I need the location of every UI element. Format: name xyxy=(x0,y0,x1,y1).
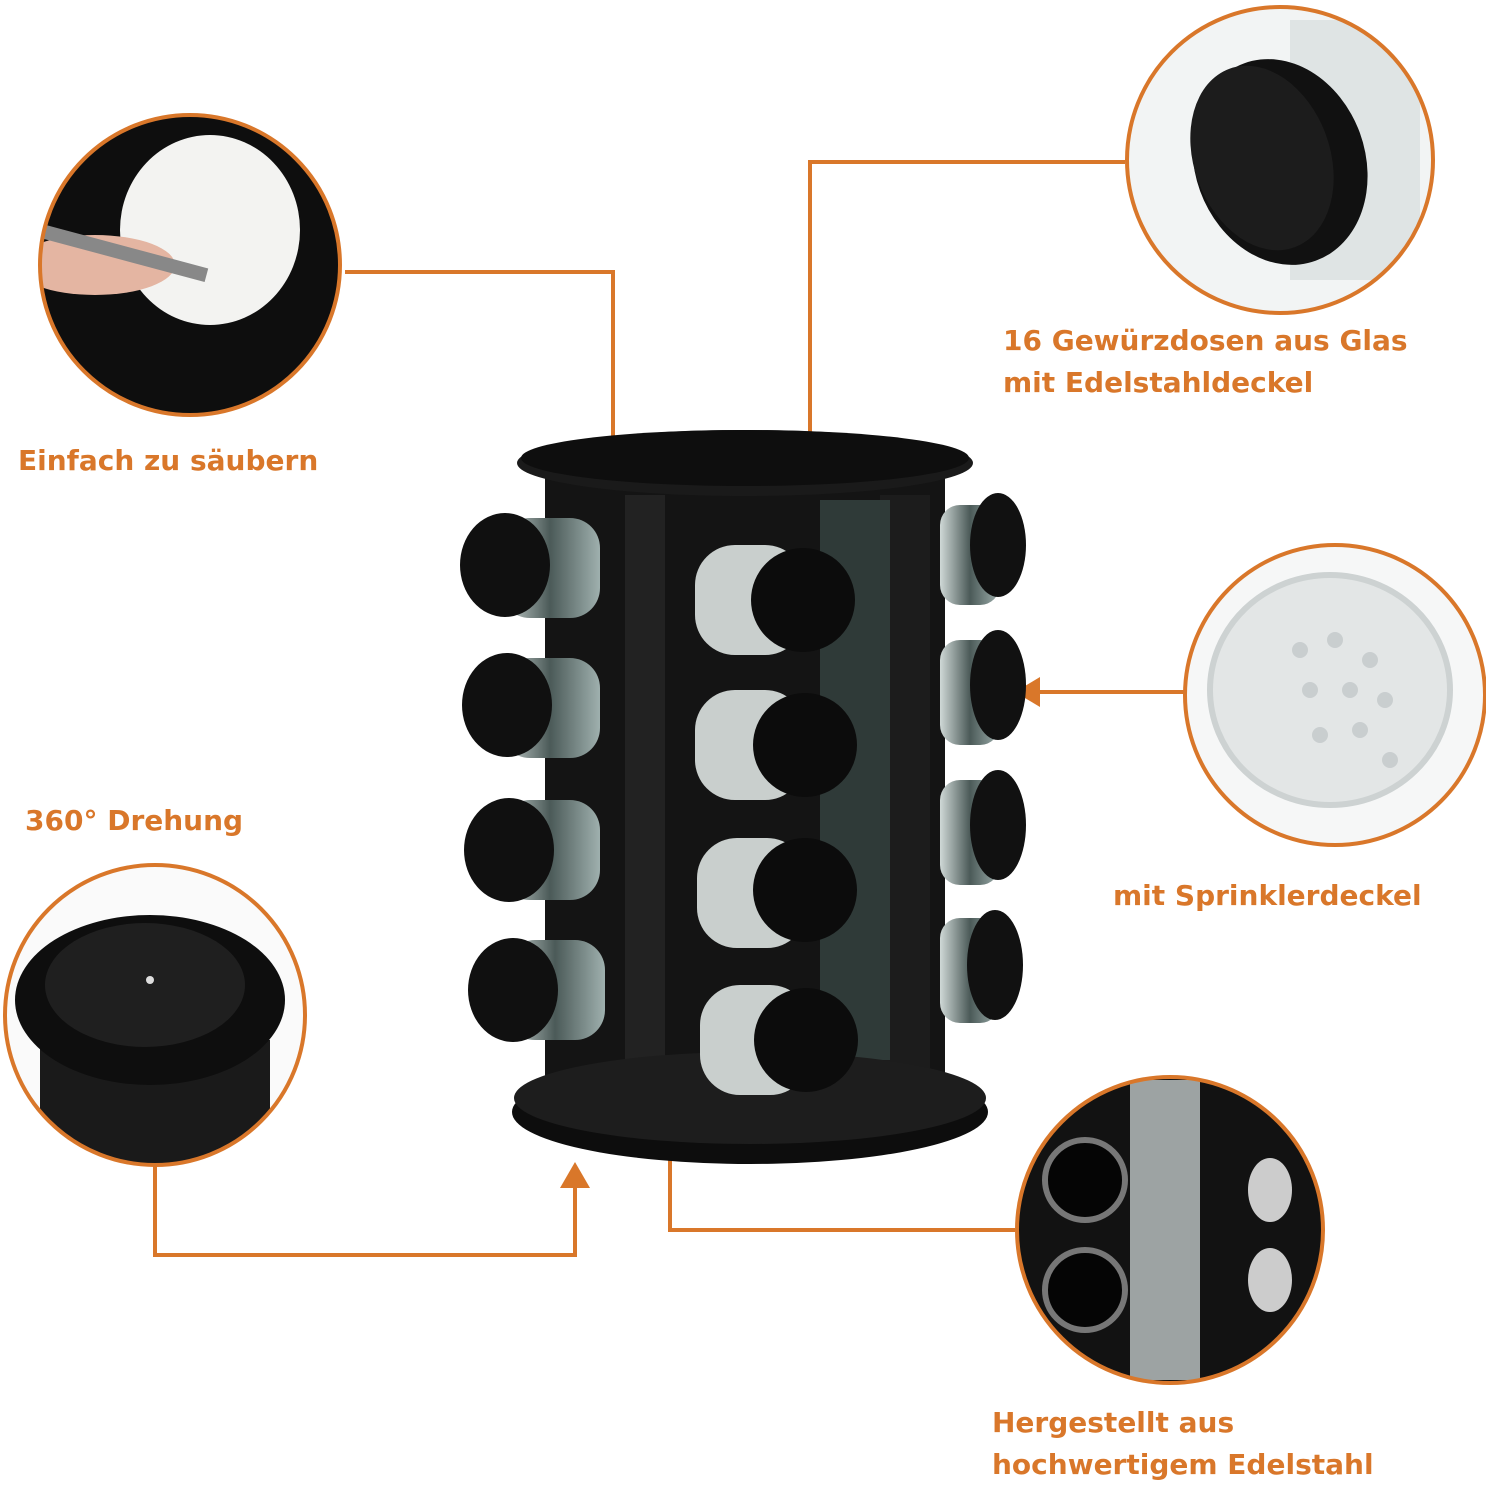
detail-steel xyxy=(1015,1075,1325,1385)
spice-rack xyxy=(460,430,1026,1164)
label-glass-jars: 16 Gewürzdosen aus Glas mit Edelstahldec… xyxy=(1003,320,1408,404)
jars-left xyxy=(460,513,605,1042)
detail-sprinkler xyxy=(1183,543,1486,847)
label-steel-line1: Hergestellt aus xyxy=(992,1406,1235,1439)
label-rotation: 360° Drehung xyxy=(25,804,244,837)
connector-clean xyxy=(345,270,615,445)
jars-right xyxy=(940,493,1026,1023)
label-steel-line2: hochwertigem Edelstahl xyxy=(992,1448,1374,1481)
label-easy-clean: Einfach zu säubern xyxy=(18,444,319,477)
label-glass-jars-line2: mit Edelstahldeckel xyxy=(1003,366,1314,399)
detail-cleaning xyxy=(38,113,342,417)
detail-rotation-base xyxy=(3,863,307,1167)
connector-rotation xyxy=(153,1165,577,1257)
label-stainless-steel: Hergestellt aus hochwertigem Edelstahl xyxy=(992,1402,1374,1486)
detail-lid xyxy=(1125,5,1435,315)
label-sprinkler: mit Sprinklerdeckel xyxy=(1113,879,1422,912)
label-glass-jars-line1: 16 Gewürzdosen aus Glas xyxy=(1003,324,1408,357)
connector-jars xyxy=(808,160,1125,565)
arrow-up-icon xyxy=(560,1162,590,1188)
arrow-left-icon xyxy=(1015,677,1040,707)
connector-lines xyxy=(153,160,1185,1257)
jars-middle xyxy=(695,545,858,1095)
